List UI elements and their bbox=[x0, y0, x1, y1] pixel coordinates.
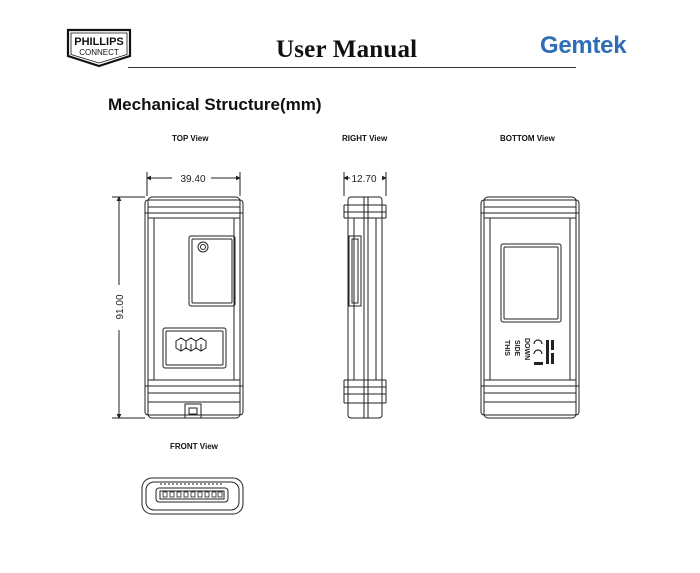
front-view-label: FRONT View bbox=[170, 442, 218, 451]
logo-line2: CONNECT bbox=[79, 48, 119, 57]
top-view-width-dimension: 39.40 bbox=[180, 174, 205, 185]
front-view-drawing bbox=[141, 477, 244, 515]
regulatory-marks-icon bbox=[533, 339, 554, 365]
right-view-width-dimension: 12.70 bbox=[351, 174, 376, 185]
marking-line-side: SIDE bbox=[513, 340, 520, 357]
connector-pins bbox=[162, 491, 223, 498]
gemtek-logo: Gemtek bbox=[540, 32, 627, 59]
this-side-down-marking: THIS SIDE DOWN bbox=[503, 338, 530, 360]
bottom-view-drawing bbox=[480, 196, 580, 419]
header-rule bbox=[128, 67, 576, 68]
document-title: User Manual bbox=[276, 36, 418, 63]
logo-line1: PHILLIPS bbox=[74, 36, 124, 48]
bottom-view-label: BOTTOM View bbox=[500, 134, 555, 143]
top-view-height-dimension: 91.00 bbox=[115, 294, 126, 319]
marking-line-down: DOWN bbox=[523, 338, 530, 360]
marking-line-this: THIS bbox=[503, 340, 510, 356]
right-view-label: RIGHT View bbox=[342, 134, 388, 143]
top-view-drawing bbox=[112, 172, 244, 419]
phillips-connect-logo: PHILLIPS CONNECT bbox=[66, 28, 132, 68]
section-title: Mechanical Structure(mm) bbox=[108, 95, 322, 114]
top-view-label: TOP View bbox=[172, 134, 209, 143]
right-view-drawing bbox=[343, 172, 387, 419]
